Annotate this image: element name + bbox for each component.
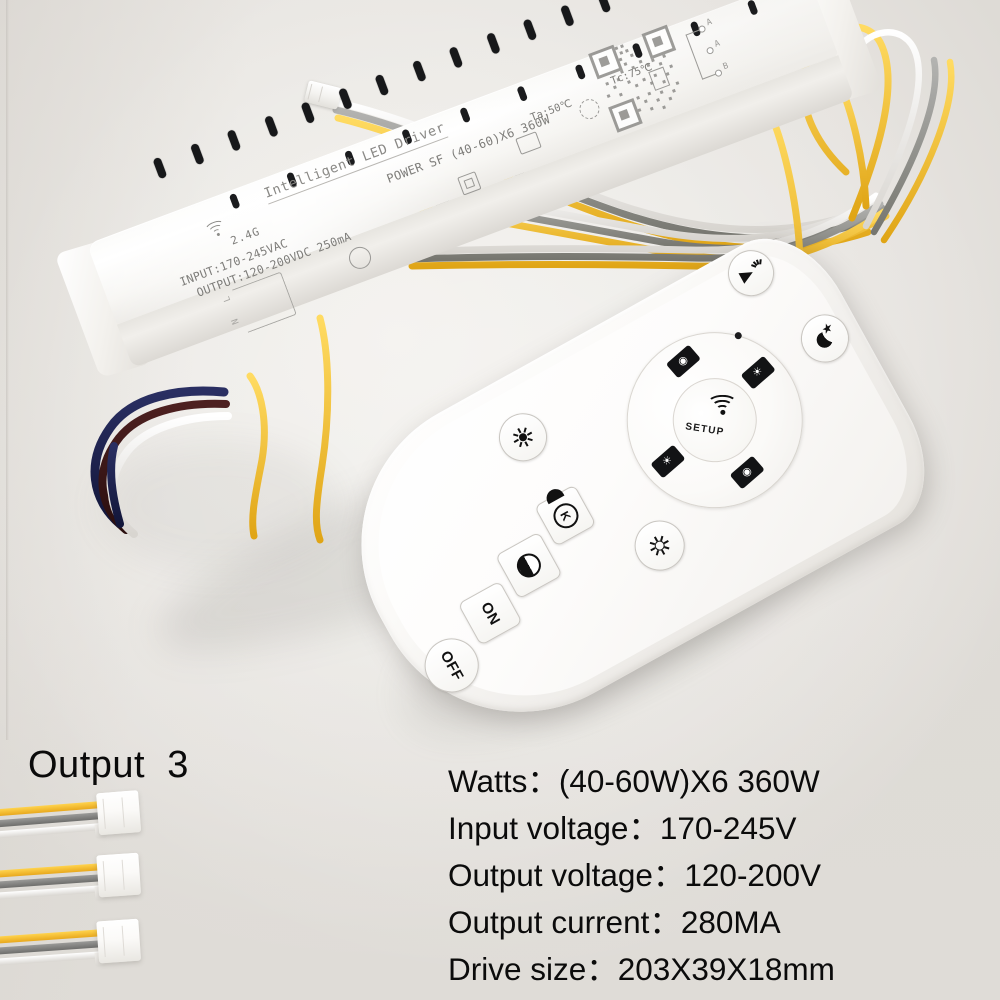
- vent-slot: [448, 45, 464, 69]
- vent-slot: [374, 73, 390, 96]
- vent-slot: [189, 142, 205, 165]
- specification-list: Watts：(40-60W)X6 360W Input voltage：170-…: [448, 758, 1000, 993]
- pad-key-right[interactable]: ☀: [740, 355, 776, 390]
- pad-key-left[interactable]: ☀: [650, 444, 686, 479]
- spec-output-current: Output current：280MA: [448, 904, 781, 940]
- half-moon-dim-icon: [512, 549, 546, 582]
- off-button-label: OFF: [436, 647, 467, 684]
- kelvin-remote-down-icon: ◉: [739, 464, 755, 480]
- vent-slot: [286, 170, 298, 188]
- vent-slot: [458, 106, 471, 123]
- on-button-label: ON: [477, 598, 504, 628]
- spec-watts: Watts：(40-60W)X6 360W: [448, 763, 820, 799]
- brightness-remote-icon: ☀: [750, 364, 766, 381]
- output-count-title: Output 3: [28, 744, 189, 786]
- vent-slot: [573, 63, 586, 80]
- output-connectors-panel: Output 3: [0, 740, 440, 1000]
- vent-slot: [300, 101, 316, 124]
- pad-key-down[interactable]: ◉: [729, 455, 765, 490]
- wifi-icon: [707, 394, 738, 420]
- vent-slot: [343, 149, 356, 166]
- connector-housing: [96, 790, 142, 836]
- spec-output-voltage: Output voltage：120-200V: [448, 857, 822, 893]
- connector-housing: [96, 918, 142, 964]
- moon-star-icon: ★: [810, 322, 840, 354]
- vent-slot: [688, 20, 701, 37]
- spec-drive-size: Drive size：203X39X18mm: [448, 951, 835, 987]
- vent-slot: [631, 41, 644, 59]
- output-connector-1: [0, 784, 162, 855]
- kelvin-remote-icon: ◉: [675, 353, 691, 369]
- vent-slot: [263, 114, 279, 138]
- spec-input-voltage: Input voltage：170-245V: [448, 810, 797, 846]
- vent-slot: [522, 17, 538, 41]
- output-connector-3: [0, 912, 162, 981]
- vent-slot: [559, 4, 575, 27]
- lamp-icon: [737, 259, 766, 287]
- brightness-remote-down-icon: ☀: [659, 453, 676, 469]
- vent-slot: [596, 0, 612, 13]
- pad-key-up[interactable]: ◉: [665, 344, 701, 379]
- connector-housing: [96, 852, 142, 898]
- backdrop-seam: [6, 0, 9, 740]
- sun-filled-icon: [511, 425, 535, 449]
- kelvin-icon: K: [548, 498, 583, 533]
- vent-slot: [485, 31, 501, 55]
- vent-slot: [152, 156, 168, 179]
- vent-slot: [411, 59, 427, 82]
- vent-slot: [401, 127, 414, 145]
- vent-slot: [337, 87, 353, 110]
- vent-slot: [516, 84, 529, 102]
- output-connector-2: [0, 846, 162, 915]
- setup-label: SETUP: [684, 421, 726, 439]
- vent-slot: [226, 128, 242, 152]
- sun-hollow-icon: [647, 533, 671, 557]
